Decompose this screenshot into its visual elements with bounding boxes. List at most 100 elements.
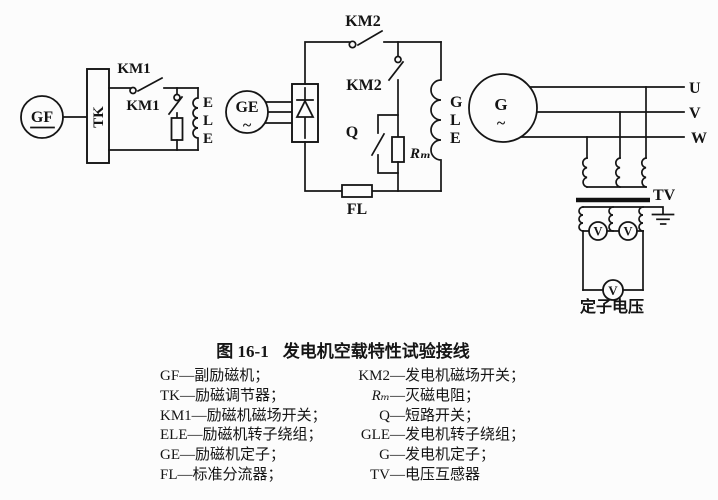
legend-row: GF—副励磁机； KM2—发电机磁场开关； [0, 367, 718, 387]
ele-letter-1: E [203, 95, 213, 111]
gle-letter-3: E [450, 130, 461, 147]
phase-v-label: V [689, 105, 701, 122]
q-switch-blade [370, 132, 386, 157]
ground-icon [651, 213, 675, 225]
km1-field-contact-branch: KM1 [126, 87, 184, 151]
legend-term: 励磁机定子； [195, 447, 286, 464]
legend-dash: — [180, 387, 195, 404]
legend-term: 标准分流器； [192, 466, 283, 483]
ge-machine-circle [225, 90, 269, 134]
field-top-rail-left [304, 41, 350, 85]
km2-field-hinge [394, 55, 402, 64]
diode-icon [295, 87, 315, 139]
legend-row: KM1—励磁机磁场开关； Q—短路开关； [0, 407, 718, 427]
tv-primary-coil-2 [614, 157, 622, 189]
voltmeter-3-letter: V [608, 283, 618, 298]
legend-dash: — [177, 466, 193, 483]
legend-abbr: GLE [360, 427, 390, 444]
phase-w-label: W [691, 130, 707, 147]
g-machine-circle [468, 73, 538, 143]
tv-secondary-bus [582, 206, 664, 215]
tv-secondary-coil-1 [578, 206, 584, 232]
legend-abbr: ELE [160, 427, 188, 444]
ele-letter-3: E [203, 131, 213, 147]
generator-stator-section: G ~ U V W TV [468, 73, 707, 316]
phase-u-label: U [689, 80, 701, 97]
gf-label: GF [31, 109, 53, 126]
km1-main-label: KM1 [117, 61, 150, 77]
legend-abbr: KM2 [358, 368, 390, 384]
legend-row: FL—标准分流器； TV—电压互感器 [0, 466, 718, 486]
ge-label: GE [235, 99, 258, 116]
legend-term: 发电机转子绕组； [405, 427, 526, 444]
voltmeter-1-letter: V [593, 225, 602, 239]
gle-coil [430, 41, 442, 192]
q-short-circuit-switch: Q [346, 114, 399, 174]
legend-dash: — [390, 466, 405, 483]
rm-label: Rₘ [409, 146, 431, 162]
voltmeter-3 [602, 279, 624, 301]
km1-switch-blade [136, 76, 164, 93]
km2-field-blade [387, 60, 405, 82]
tv-primary-coil-3 [640, 157, 648, 189]
legend-term: 副励磁机； [194, 368, 270, 384]
voltmeter-2 [618, 221, 638, 241]
tv-secondary-coil-2 [608, 206, 614, 232]
legend-dash: — [390, 427, 405, 444]
tv-primary-coil-1 [581, 157, 589, 189]
km1-field-blade [167, 95, 184, 116]
legend-term: 励磁调节器； [195, 387, 286, 404]
legend-abbr: G [379, 447, 390, 464]
km1-field-hinge [173, 93, 181, 102]
tk-regulator-box [86, 68, 110, 164]
stator-voltage-label: 定子电压 [579, 297, 644, 316]
legend-abbr: KM1 [160, 407, 192, 424]
ge-ac-tilde: ~ [243, 117, 252, 134]
legend-abbr: Q [379, 407, 390, 424]
figure-legend: GF—副励磁机； KM2—发电机磁场开关； TK—励磁调节器； Rₘ—灭磁电阻；… [0, 367, 718, 486]
tv-transformer: TV [576, 157, 676, 232]
legend-row: ELE—励磁机转子绕组； GLE—发电机转子绕组； [0, 426, 718, 446]
caption-title: 发电机空载特性试验接线 [282, 342, 470, 361]
km2-field-label: KM2 [346, 77, 382, 94]
km1-field-label: KM1 [126, 98, 159, 114]
voltmeter-1 [588, 221, 608, 241]
legend-dash: — [390, 407, 405, 424]
legend-term: 短路开关； [405, 407, 481, 424]
km2-main-label: KM2 [345, 13, 381, 30]
legend-dash: — [187, 427, 203, 444]
fl-shunt-resistor [341, 184, 373, 198]
legend-dash: — [191, 407, 207, 424]
g-label: G [494, 95, 507, 114]
circuit-diagram: GF TK KM1 KM1 E L E GE ~ [20, 13, 707, 316]
tv-secondary-coil-3 [638, 206, 644, 232]
tv-label: TV [653, 187, 676, 204]
legend-term: 电压互感器 [405, 466, 481, 483]
pilot-exciter-section: GF TK KM1 KM1 E L E [20, 61, 213, 164]
legend-row: TK—励磁调节器； Rₘ—灭磁电阻； [0, 387, 718, 407]
tk-label: TK [91, 106, 107, 128]
stator-voltage-meters: V V V 定子电压 [579, 221, 644, 316]
gle-letter-1: G [450, 94, 463, 111]
legend-term: 励磁机转子绕组； [202, 427, 323, 444]
legend-dash: — [180, 447, 195, 464]
legend-term: 发电机磁场开关； [405, 368, 526, 384]
legend-abbr: TK [160, 387, 180, 404]
field-bottom-rail [304, 141, 442, 192]
legend-dash: — [390, 447, 405, 464]
legend-dash: — [390, 368, 405, 384]
caption-number: 图 16-1 [216, 342, 269, 361]
voltmeter-2-letter: V [623, 225, 632, 239]
rm-resistor [391, 136, 405, 163]
figure-caption: 图 16-1 发电机空载特性试验接线 [0, 342, 686, 362]
km2-hinge [348, 40, 357, 49]
km1-hinge [129, 86, 137, 95]
ele-coil [192, 87, 199, 151]
legend-term: 励磁机磁场开关； [206, 407, 327, 424]
legend-term: 灭磁电阻； [405, 387, 481, 404]
gle-letter-2: L [450, 112, 461, 129]
km2-field-contact-branch: KM2 Rₘ [346, 41, 431, 192]
discharge-resistor [170, 117, 184, 141]
legend-row: GE—励磁机定子； G—发电机定子； [0, 446, 718, 466]
